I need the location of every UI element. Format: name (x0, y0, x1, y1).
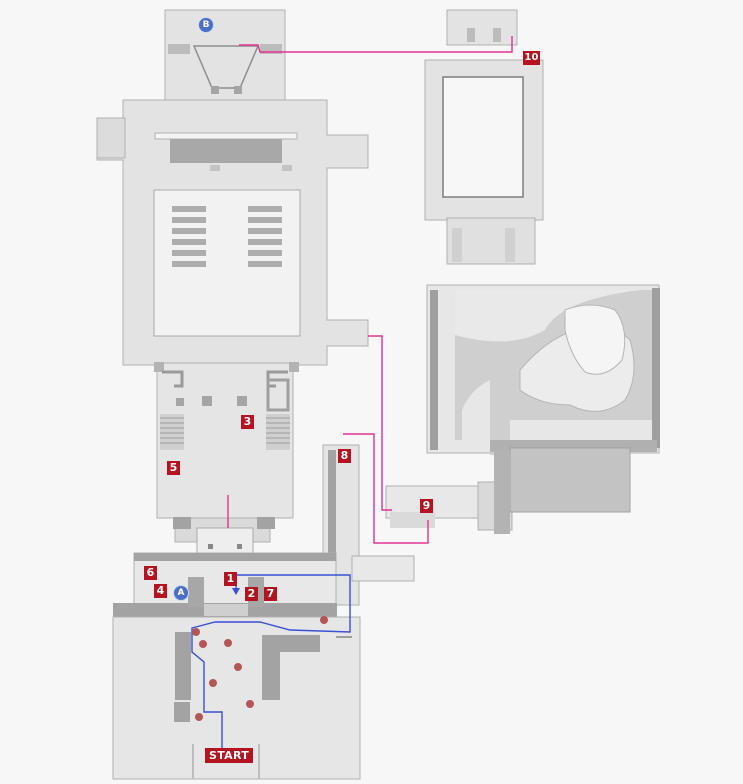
lower-hall (154, 362, 299, 559)
courtyard-garden (426, 284, 660, 534)
marker-1: 1 (224, 572, 237, 586)
area-9-hall (385, 481, 513, 531)
north-chapel (164, 9, 286, 103)
route-arrow (232, 588, 240, 595)
enemy-markers (192, 616, 328, 721)
marker-9: 9 (420, 499, 433, 513)
start-label: START (205, 748, 254, 763)
marker-2: 2 (245, 587, 258, 601)
start-area (112, 552, 361, 780)
pin-a: A (174, 586, 188, 600)
marker-4: 4 (154, 584, 167, 598)
main-hall (96, 99, 369, 366)
marker-3: 3 (241, 415, 254, 429)
route-blue (191, 574, 351, 748)
route-pink (227, 36, 513, 544)
marker-5: 5 (167, 461, 180, 475)
pin-b: B (199, 18, 213, 32)
marker-6: 6 (144, 566, 157, 580)
marker-7: 7 (264, 587, 277, 601)
north-east-building (424, 9, 544, 265)
marker-10: 10 (523, 51, 540, 65)
marker-8: 8 (338, 449, 351, 463)
